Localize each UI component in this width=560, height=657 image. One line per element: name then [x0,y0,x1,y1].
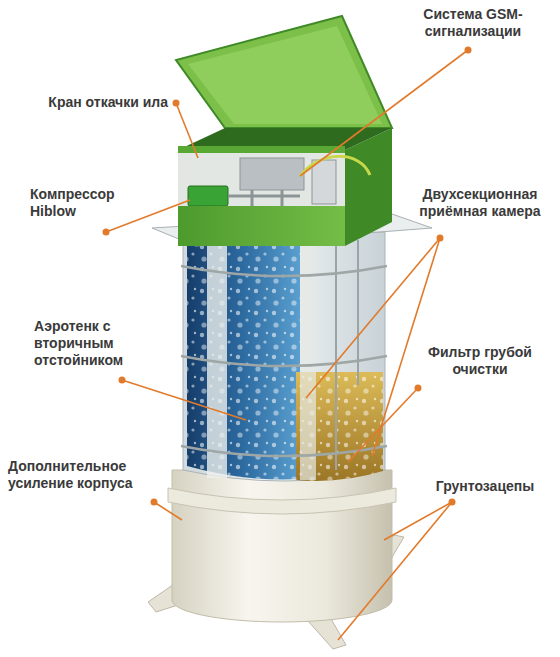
tank-lower-body [168,470,396,622]
callout-label: Кран откачки ила [6,94,168,111]
callout-label: Фильтр грубой очистки [405,344,555,378]
callout-label: Система GSM-сигнализации [392,6,554,40]
callout-label: Дополнительное усиление корпуса [8,458,158,492]
callout-label: Двухсекционная приёмная камера [405,186,555,220]
callout-label: Аэротенк с вторичным отстойником [34,318,154,369]
leader-lines [106,50,468,640]
callout-label: Компрессор Hiblow [30,186,140,220]
callout-label: Грунтозацепы [420,478,550,495]
leader-dots [103,47,472,506]
tank-upper-body [181,232,387,481]
